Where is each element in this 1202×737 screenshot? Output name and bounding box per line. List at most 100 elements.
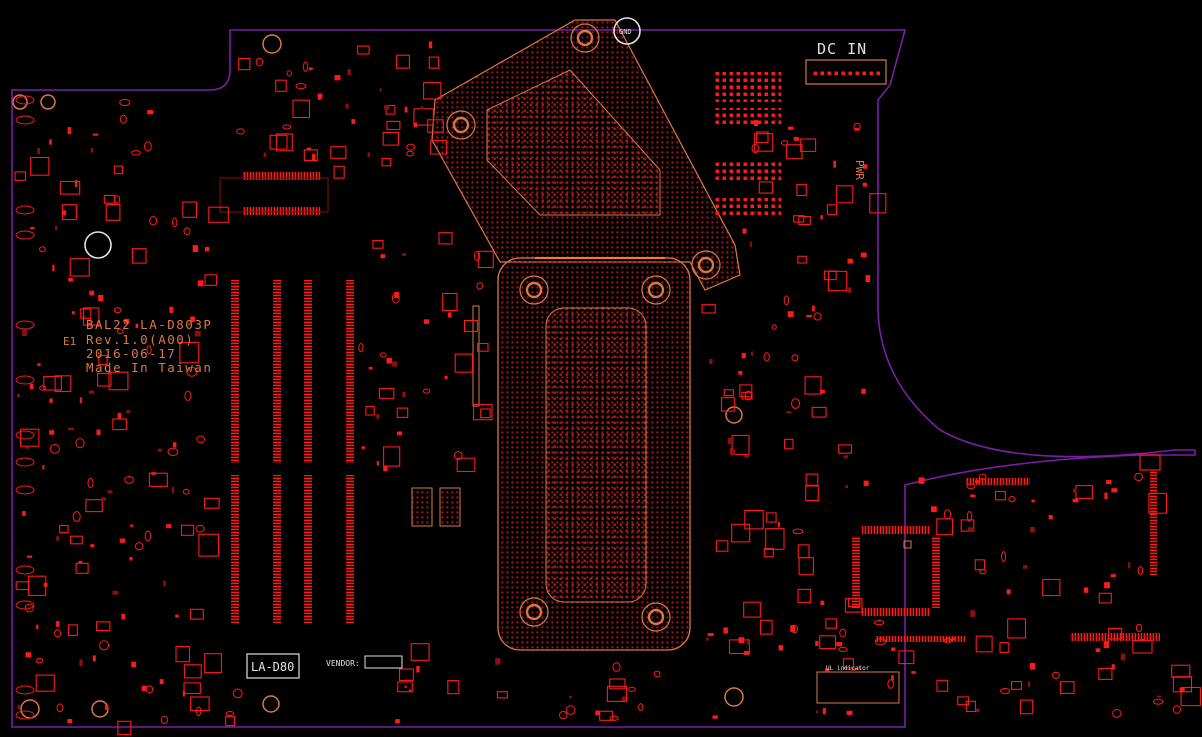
via-pad bbox=[144, 530, 152, 542]
smd-pad bbox=[1103, 641, 1110, 649]
smd-pad bbox=[37, 148, 40, 154]
component-outline bbox=[731, 523, 751, 543]
smd-pad bbox=[743, 651, 750, 655]
via-pad bbox=[54, 629, 62, 638]
via-pad bbox=[791, 354, 799, 362]
smd-pad bbox=[806, 314, 812, 318]
component-outline bbox=[75, 562, 89, 574]
via-pad bbox=[134, 542, 144, 551]
smd-pad bbox=[753, 211, 756, 214]
edge-notch bbox=[15, 430, 35, 440]
component-outline bbox=[463, 319, 478, 332]
component-outline bbox=[847, 597, 861, 608]
smd-pad bbox=[975, 708, 980, 712]
component-outline bbox=[69, 535, 83, 545]
pad-array bbox=[713, 198, 781, 218]
dc-in-connector bbox=[805, 59, 887, 85]
component-outline bbox=[372, 240, 384, 249]
via-pad bbox=[149, 216, 158, 226]
smd-pad bbox=[751, 351, 754, 356]
smd-pad bbox=[397, 431, 403, 436]
via-pad bbox=[195, 524, 205, 533]
smd-pad bbox=[380, 254, 385, 259]
mounting-hole bbox=[641, 602, 671, 632]
smd-pad bbox=[117, 412, 122, 419]
component-outline bbox=[1060, 681, 1075, 694]
component-outline bbox=[303, 149, 318, 162]
smd-pad bbox=[90, 544, 95, 548]
via-pad bbox=[186, 366, 198, 377]
smd-pad bbox=[204, 246, 210, 252]
pad-row bbox=[875, 636, 965, 642]
via-pad bbox=[1112, 708, 1122, 718]
mounting-hole bbox=[641, 275, 671, 305]
smd-pad bbox=[744, 455, 749, 458]
component-outline bbox=[827, 270, 848, 292]
component-outline bbox=[113, 165, 124, 175]
component-outline bbox=[96, 621, 111, 632]
component-outline bbox=[378, 387, 395, 399]
component-outline bbox=[1180, 686, 1201, 707]
component-outline bbox=[398, 668, 414, 681]
board-outline bbox=[11, 29, 1196, 728]
via-pad bbox=[791, 398, 800, 409]
smd-pad bbox=[345, 103, 349, 109]
smd-pad bbox=[891, 675, 894, 681]
smd-pad bbox=[131, 661, 137, 668]
smd-pad bbox=[182, 691, 185, 697]
via-pad bbox=[792, 528, 804, 535]
component-field bbox=[14, 41, 1201, 736]
side-connector bbox=[1139, 454, 1161, 471]
smd-pad bbox=[409, 689, 412, 692]
smd-pad bbox=[104, 705, 109, 711]
pad-array bbox=[713, 160, 781, 180]
component-outline bbox=[701, 304, 716, 314]
component-outline bbox=[480, 408, 491, 419]
smd-pad bbox=[317, 93, 323, 99]
smd-pad bbox=[151, 472, 156, 475]
component-outline bbox=[189, 608, 204, 620]
component-outline bbox=[754, 133, 774, 152]
smd-pad bbox=[119, 538, 126, 543]
smd-pad bbox=[833, 160, 836, 168]
pad-row bbox=[965, 478, 1030, 485]
component-outline bbox=[59, 180, 81, 195]
mounting-hole bbox=[262, 34, 282, 54]
component-outline bbox=[183, 682, 201, 695]
smd-pad bbox=[312, 153, 316, 161]
smd-pad bbox=[376, 461, 380, 466]
component-outline bbox=[447, 680, 460, 695]
mounting-hole bbox=[570, 23, 600, 53]
via-pad bbox=[282, 124, 292, 130]
via-pad bbox=[113, 307, 122, 314]
connector-housing bbox=[219, 177, 329, 213]
component-outline bbox=[1011, 681, 1023, 690]
smd-pad bbox=[862, 182, 867, 187]
smd-pad bbox=[92, 655, 96, 662]
component-outline bbox=[765, 528, 785, 550]
smd-pad bbox=[1104, 582, 1110, 589]
smd-pad bbox=[22, 329, 27, 337]
via-pad bbox=[813, 312, 822, 321]
smd-pad bbox=[847, 258, 853, 264]
board-model: BAL22 LA-D803P bbox=[86, 317, 212, 332]
smd-pad bbox=[36, 624, 39, 629]
component-outline bbox=[975, 635, 993, 653]
smd-pad bbox=[395, 719, 400, 724]
smd-pad bbox=[30, 227, 35, 229]
component-outline bbox=[383, 446, 401, 467]
component-outline bbox=[741, 391, 753, 400]
dual-pads bbox=[411, 487, 461, 527]
component-outline bbox=[842, 658, 854, 669]
component-outline bbox=[1132, 640, 1153, 654]
smd-pad bbox=[263, 152, 267, 158]
smd-pad bbox=[1156, 695, 1162, 698]
component-outline bbox=[805, 473, 819, 486]
mounting-hole bbox=[40, 94, 56, 110]
smd-pad bbox=[824, 668, 830, 672]
component-outline bbox=[148, 472, 168, 487]
smd-pad bbox=[306, 147, 312, 150]
mounting-hole bbox=[576, 29, 594, 47]
component-outline bbox=[386, 120, 401, 131]
via-pad bbox=[853, 122, 861, 131]
